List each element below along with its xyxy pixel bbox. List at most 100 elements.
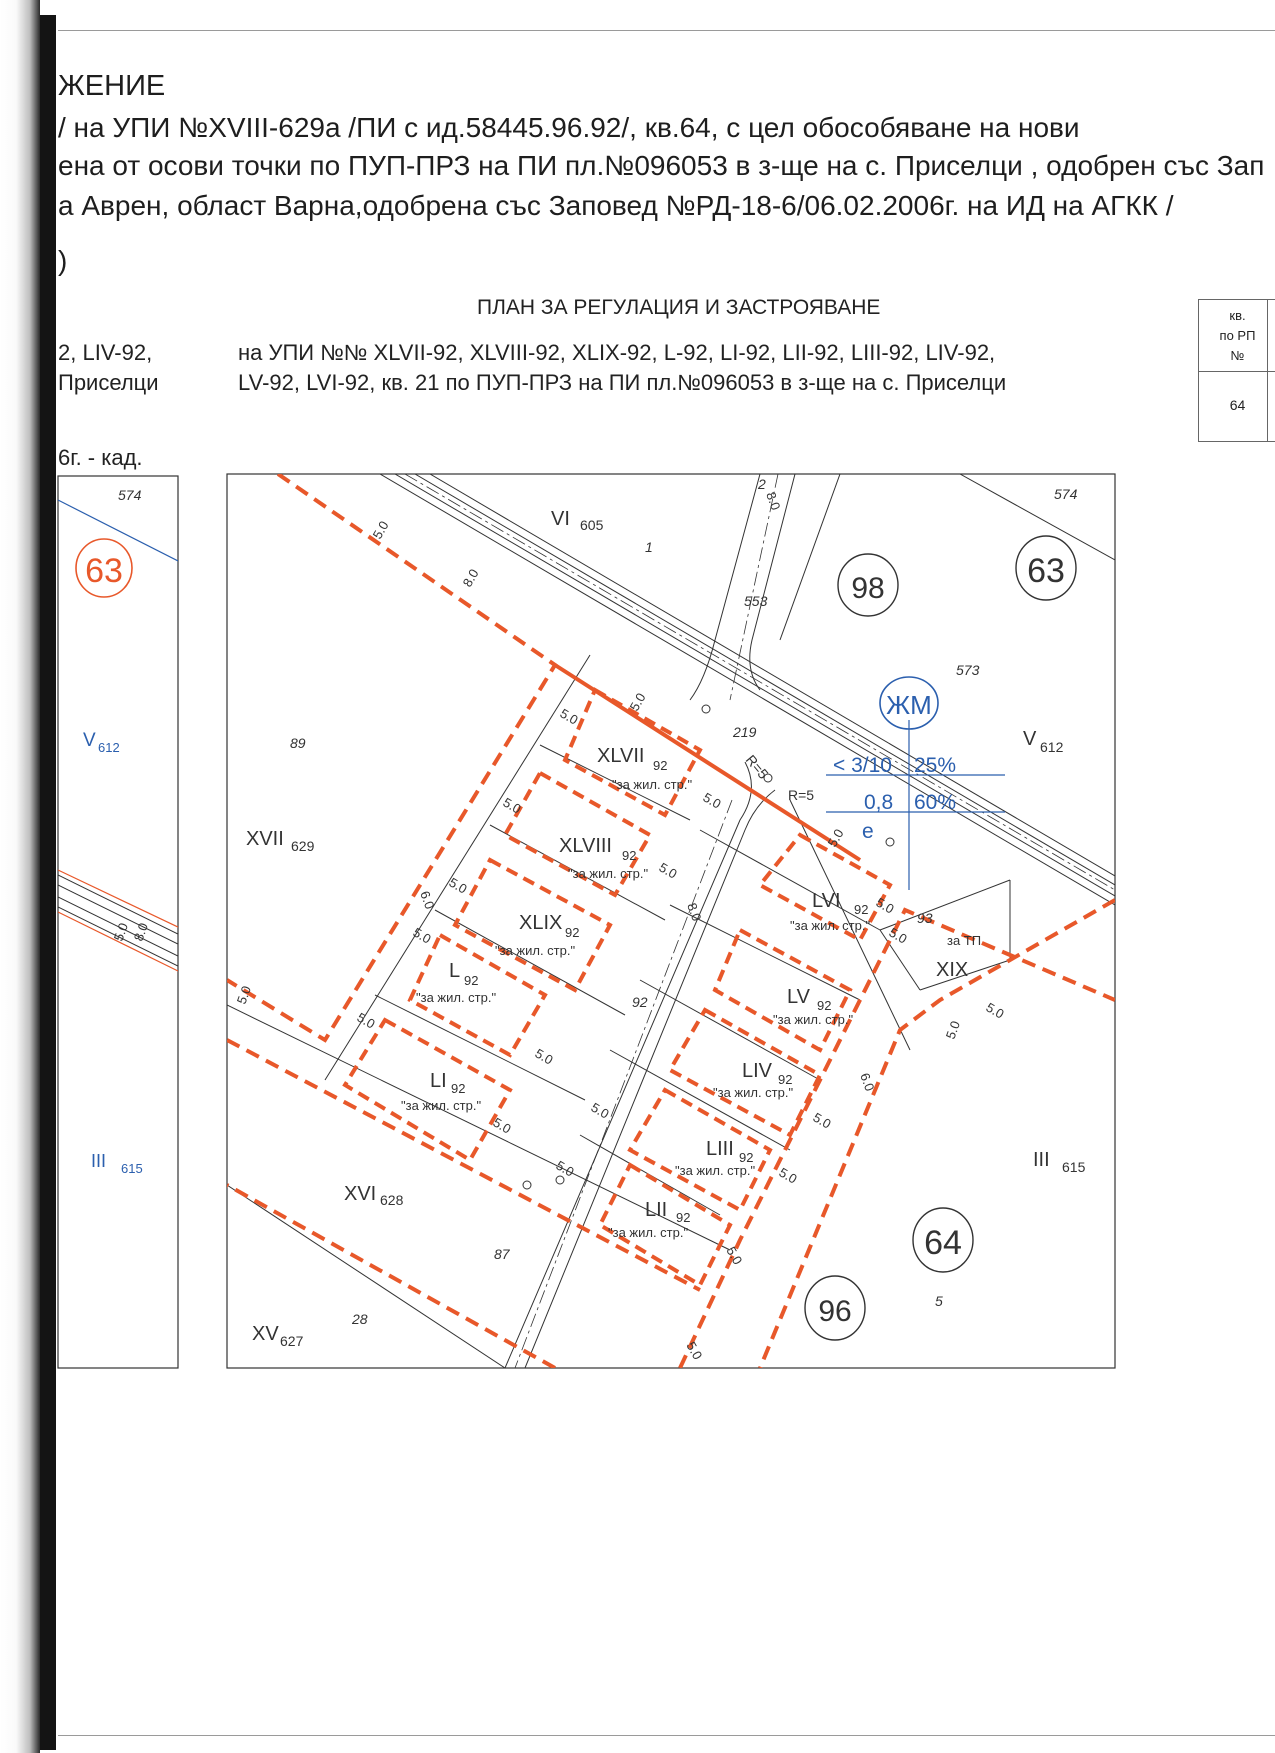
lot-xlviii-name: XLVIII [559,835,612,857]
dim-5-e: 5.0 [501,795,524,817]
lot-li-sub: 92 [451,1081,465,1096]
parcel-573: 573 [956,662,980,678]
neighbor-xvi: XVI [344,1183,376,1205]
parcel-1: 1 [645,539,653,555]
zone-coverage: 25% [914,754,956,777]
left-iii-sub: 615 [121,1161,143,1176]
top-rule [58,30,1275,31]
dim-6-b: 6.0 [857,1071,877,1093]
neighbor-tp: за ТП [947,933,981,948]
lot-xlix-sub: 92 [565,925,579,940]
dim-5-b: 5.0 [558,706,581,728]
lot-xlvii-name: XLVII [597,745,644,767]
lot-l-name: L [449,960,460,982]
table-head: кв. по РП № [1199,300,1275,372]
dim-5-g: 5.0 [447,875,470,897]
header-fragment: ) [58,245,68,276]
left-fragment-line-1: 2, LIV-92, [58,340,153,365]
left-v-sub: 612 [98,740,120,755]
lot-lv-use: "за жил. стр." [773,1012,853,1027]
block-64: 64 [924,1224,962,1262]
table-head-line-1: кв. [1229,308,1246,323]
north-road [689,474,796,701]
parcel-574: 574 [1054,486,1078,502]
zone-intensity: 0,8 [864,791,893,814]
parcel-87: 87 [494,1246,511,1262]
dim-5-n: 5.0 [554,1158,577,1180]
zone-density: < 3/10 [833,754,892,777]
left-v-label: V [83,730,96,751]
scan-binding-shadow [40,15,56,1750]
left-dim-5: 5.0 [111,921,131,943]
zone-circle [879,676,939,730]
dim-5-v: 5.0 [984,1000,1007,1022]
block-number-table: кв. по РП № 64 [1198,299,1275,442]
table-value: 64 [1229,397,1246,413]
lot-lii-sub: 92 [676,1210,690,1225]
lot-l-sub: 92 [464,973,478,988]
dim-5-u: 5.0 [943,1019,963,1041]
neighbor-xvi-sub: 628 [380,1192,404,1208]
parcel-5: 5 [935,1293,943,1309]
neighbor-xix: XIX [936,959,968,981]
left-fragment-line-2: Приселци [58,370,159,395]
dim-5-j: 5.0 [533,1046,556,1068]
block-circle-64 [912,1207,974,1273]
neighbor-iii-sub: 615 [1062,1159,1086,1175]
zone-leaders [826,720,1005,890]
block-circle-96 [804,1275,866,1341]
dim-5-l: 5.0 [234,984,254,1006]
lot-liii-sub: 92 [739,1150,753,1165]
dim-5-d: 5.0 [701,790,724,812]
lot-xlviii-use: "за жил. стр." [568,866,648,881]
dim-5-r: 5.0 [825,826,847,849]
neighbor-v: V [1023,728,1037,750]
left-fragment-line-3: 6г. - кад. [58,445,143,470]
left-blue-boundary [58,499,178,562]
lot-lvi-use: "за жил. стр." [790,918,870,933]
block-circle-63 [1015,535,1077,601]
lot-lv-name: LV [787,986,811,1008]
header-line-3: а Аврен, област Варна,одобрена със Запов… [58,190,1174,221]
dim-5-m: 5.0 [589,1100,612,1122]
left-road [58,874,178,967]
parcel-89: 89 [290,735,306,751]
plan-title: ПЛАН ЗА РЕГУЛАЦИЯ И ЗАСТРОЯВАНЕ [477,296,881,319]
secondary-road [504,761,776,1368]
dim-8-a: 8.0 [460,566,482,589]
radius-label-2: R=5 [788,787,814,803]
neighbor-xvii-sub: 629 [291,838,315,854]
table-divider [1267,300,1268,441]
lot-l-use: "за жил. стр." [416,990,496,1005]
left-dim-8: 8.0 [131,921,151,943]
dim-5-w: 5.0 [683,1339,705,1362]
bottom-rule [58,1735,1275,1736]
neighbor-vi: VI [551,508,570,530]
lot-liii-use: "за жил. стр." [675,1163,755,1178]
main-road [379,474,1115,906]
lot-xlix-name: XLIX [519,912,562,934]
zone-green: 60% [914,791,956,814]
left-map-lines [58,499,178,972]
header-line-2: ена от осови точки по ПУП-ПРЗ на ПИ пл.№… [58,150,1265,181]
lot-lvi-sub: 92 [854,902,868,917]
parcel-93: 93 [917,910,933,926]
lot-xlix-use: "за жил. стр." [495,943,575,958]
neighbor-xvii: XVII [246,828,284,850]
building-envelopes [342,687,893,1288]
dim-5-h: 5.0 [411,925,434,947]
table-head-line-2: по РП [1219,328,1256,343]
neighbor-iii: III [1033,1149,1050,1171]
parcel-2: 2 [757,476,766,492]
lot-xlvii-use: "за жил. стр." [612,777,692,792]
parcel-92: 92 [632,994,648,1010]
plan-desc-line-2: LV-92, LVI-92, кв. 21 по ПУП-ПРЗ на ПИ п… [238,370,1007,395]
main-map-frame [226,473,1116,1369]
dim-8-c: 8.0 [684,901,704,923]
lot-liv-name: LIV [742,1060,773,1082]
lot-lvi-name: LVI [812,890,841,912]
left-parcel-574: 574 [118,487,142,503]
left-block-circle [75,538,133,598]
left-red-line [58,869,178,928]
left-red-line-2 [58,911,178,972]
